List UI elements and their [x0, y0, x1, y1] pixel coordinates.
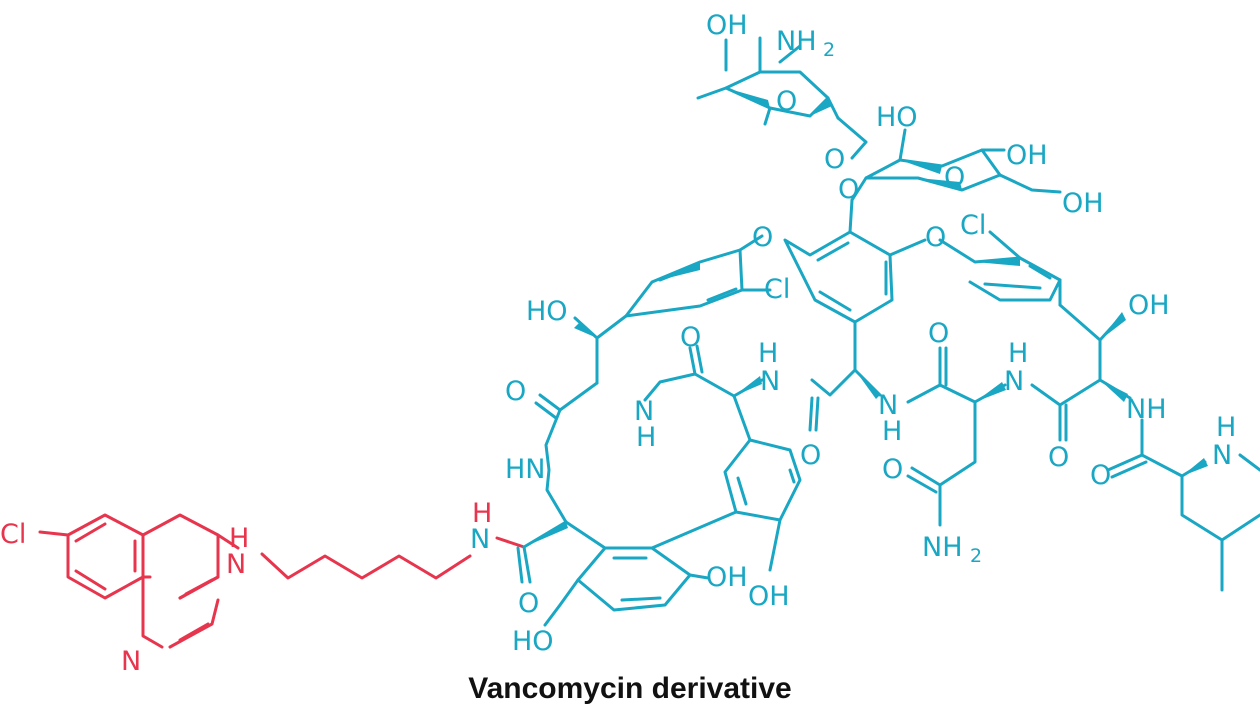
stereo-wedge-7: [1100, 380, 1128, 402]
h-label-4: H: [1008, 338, 1028, 369]
stereo-wedge-4: [652, 262, 700, 282]
h-label-6: H: [1216, 412, 1236, 443]
oh-label-6: OH: [1062, 188, 1104, 219]
sugar-wedge-3: [726, 88, 770, 108]
oh-label-4: OH: [706, 10, 748, 41]
nh-label-4: N: [1004, 366, 1024, 397]
ho-label-3: HO: [876, 102, 918, 133]
cl-label-1: Cl: [764, 274, 790, 305]
vancomycin-core: HO Cl O O HN N H O N H O HO OH OH: [505, 10, 1260, 657]
cl-label-2: Cl: [960, 210, 986, 241]
sugar-wedge-2: [918, 178, 962, 190]
nh2-label-2: NH: [776, 26, 817, 57]
o-label-4: O: [518, 588, 539, 619]
nh-label-1: N: [634, 396, 654, 427]
nh2-sub-1: 2: [970, 545, 982, 567]
o-label-1: O: [752, 222, 773, 253]
stereo-wedge-10: [975, 258, 1020, 266]
stereo-wedge-2: [574, 322, 597, 338]
amide-nh-label: N: [470, 524, 490, 555]
nh-label-3: N: [878, 390, 898, 421]
left-macrocycle-bonds: [516, 234, 802, 627]
o-label-8: O: [928, 318, 949, 349]
nh-label-6: N: [1212, 440, 1232, 471]
ho-label-2: HO: [512, 626, 554, 657]
h-label-2: H: [758, 338, 778, 369]
h-label-1: H: [636, 422, 656, 453]
hn-label: HN: [505, 454, 546, 485]
h-label-3: H: [882, 416, 902, 447]
stereo-wedge-1: [524, 522, 568, 547]
sugar-wedge-1: [900, 160, 942, 174]
nh2-label-1: NH: [922, 532, 963, 563]
ho-label-1: HO: [526, 296, 568, 327]
o-label-3: O: [680, 322, 701, 353]
o-label-7: O: [800, 440, 821, 471]
stereo-wedge-9: [1182, 458, 1208, 476]
stereo-wedge-3: [734, 376, 762, 396]
o-label-10: O: [1048, 442, 1069, 473]
sugar-wedge-4: [810, 98, 832, 116]
nh-label-2: N: [760, 366, 780, 397]
o-label-11b: O: [776, 86, 797, 117]
stereo-wedge-6: [975, 382, 1006, 402]
linker-nh-label: N: [226, 549, 246, 580]
linker-h-label: H: [229, 523, 249, 554]
oh-label-1: OH: [706, 562, 748, 593]
o-label-2: O: [505, 376, 526, 407]
quinoline-bonds: [38, 513, 526, 649]
nh-label-5: NH: [1126, 394, 1167, 425]
oh-label-3: OH: [1128, 290, 1170, 321]
o-label-5: O: [838, 174, 859, 205]
o-label-9: O: [882, 454, 903, 485]
chloroquinoline-linker: Cl N N H N H: [0, 498, 526, 677]
o-label-6: O: [925, 222, 946, 253]
amide-h-label: H: [472, 498, 492, 529]
o-label-11: O: [1090, 460, 1111, 491]
diagram-caption: Vancomycin derivative: [468, 672, 792, 705]
o-label-13: O: [944, 162, 965, 193]
quinoline-nitrogen-label: N: [121, 646, 141, 677]
chlorine-label: Cl: [0, 519, 26, 550]
stereo-wedge-8: [1100, 312, 1126, 340]
oh-label-2: OH: [748, 581, 790, 612]
stereo-wedge-5: [855, 370, 880, 399]
o-label-12: O: [824, 144, 845, 175]
oh-label-5: OH: [1006, 140, 1048, 171]
nh2-sub-2: 2: [823, 39, 835, 61]
